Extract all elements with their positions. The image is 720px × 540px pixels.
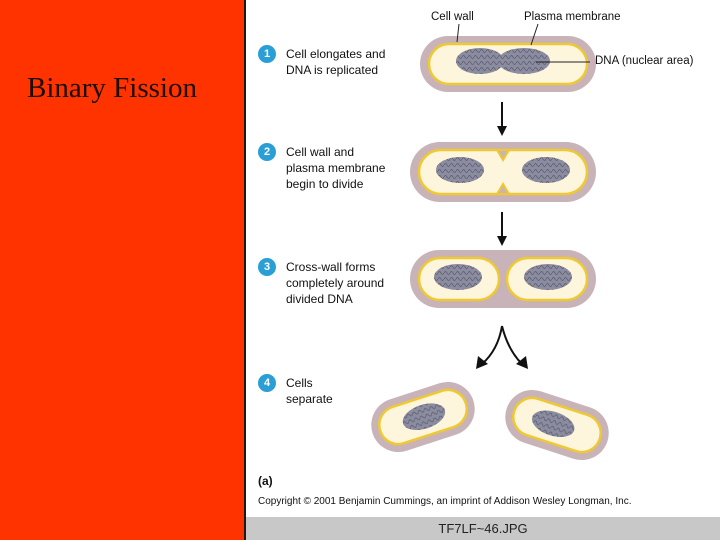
- step-1-badge: 1: [258, 45, 276, 63]
- cell-wall-leader: [456, 23, 460, 43]
- label-cell-wall: Cell wall: [431, 11, 474, 23]
- image-caption: TF7LF~46.JPG: [246, 517, 720, 540]
- arrow-down-2: [497, 212, 507, 246]
- stage-4-cell-left: [371, 381, 475, 453]
- divider: [244, 0, 246, 540]
- stage-1-cell: [420, 36, 596, 92]
- diagram-canvas: [371, 23, 609, 461]
- stage-3-cell: [410, 250, 596, 308]
- step-3-badge: 3: [258, 258, 276, 276]
- stage-4-cell-right: [505, 389, 609, 461]
- figure-letter: (a): [258, 474, 273, 488]
- membrane-leader: [530, 23, 539, 46]
- step-4-text: Cells separate: [286, 376, 333, 406]
- step-2-badge: 2: [258, 143, 276, 161]
- stage-2-cell: [410, 142, 596, 202]
- arrow-split: [476, 325, 528, 369]
- binary-fission-figure: Cell wall Plasma membrane DNA (nuclear a…: [246, 0, 720, 517]
- left-panel: Binary Fission: [0, 0, 244, 540]
- step-3-text: Cross-wall forms completely around divid…: [286, 260, 385, 306]
- step-4-badge: 4: [258, 374, 276, 392]
- slide-title: Binary Fission: [27, 72, 197, 104]
- label-dna: DNA (nuclear area): [595, 55, 694, 67]
- arrow-down-1: [497, 102, 507, 136]
- copyright-text: Copyright © 2001 Benjamin Cummings, an i…: [258, 496, 632, 507]
- step-1-text: Cell elongates and DNA is replicated: [286, 47, 386, 77]
- label-plasma-membrane: Plasma membrane: [524, 11, 621, 23]
- step-2-text: Cell wall and plasma membrane begin to d…: [286, 145, 386, 191]
